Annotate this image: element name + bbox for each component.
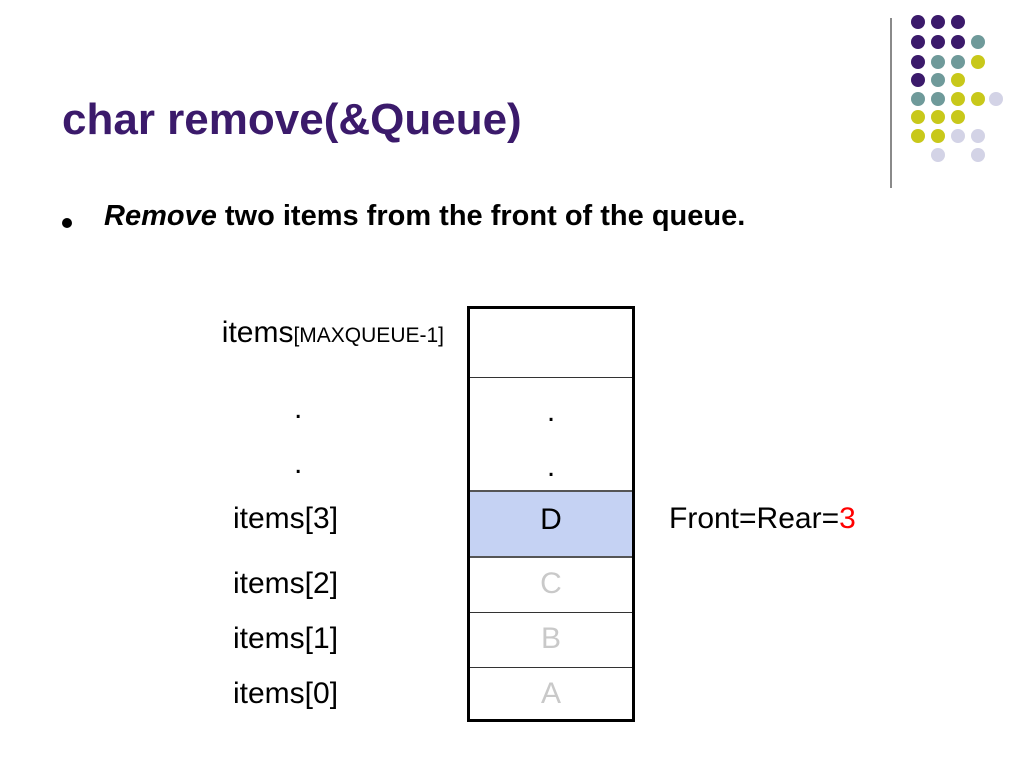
cell-item-0: A [540,677,561,710]
decorative-dot [931,129,945,143]
cell-item-3-front: D [470,490,632,558]
decorative-dot [931,15,945,29]
decorative-dot [911,73,925,87]
decorative-dot [951,92,965,106]
decorative-dot [951,129,965,143]
label-max-prefix: items [221,316,294,349]
bullet-icon [62,218,72,228]
decorative-dot [951,55,965,69]
cell-item-2: C [540,567,562,600]
decorative-divider [890,18,892,188]
decorative-dot [931,110,945,124]
cell-item-1: B [540,622,561,655]
decorative-dot [971,92,985,106]
decorative-dot [951,35,965,49]
decorative-dot [971,35,985,49]
decorative-dot [951,15,965,29]
decorative-dot [911,92,925,106]
cell-divider [470,377,632,378]
label-item-0: items[0] [233,677,339,710]
queue-array: . . D C B A [467,306,635,722]
label-max-item: items[MAXQUEUE-1] [222,316,444,350]
decorative-dot [931,35,945,49]
label-item-2: items[2] [233,567,339,600]
decorative-dot [911,110,925,124]
decorative-dot [931,148,945,162]
decorative-dot [911,35,925,49]
decorative-dot [989,92,1003,106]
slide-title: char remove(&Queue) [62,95,522,144]
bullet-rest: two items from the front of the queue. [216,200,746,232]
decorative-dot [911,15,925,29]
decorative-dot [911,129,925,143]
decorative-dot [911,55,925,69]
decorative-dot [971,129,985,143]
decorative-dot [931,92,945,106]
cell-divider [470,667,632,668]
decorative-dot [931,73,945,87]
decorative-dot [931,55,945,69]
label-ellipsis-2: . [294,447,303,480]
cell-ellipsis-2: . [546,450,556,483]
front-rear-label: Front=Rear= [669,502,840,535]
label-item-1: items[1] [233,622,339,655]
label-item-3: items[3] [233,502,339,535]
decorative-dot [951,73,965,87]
front-rear-value: 3 [839,502,856,535]
cell-max [470,309,632,377]
label-ellipsis-1: . [294,392,303,425]
decorative-dot [971,148,985,162]
decorative-dot [951,110,965,124]
bullet-text: Remove two items from the front of the q… [104,200,745,233]
decorative-dot [971,55,985,69]
cell-ellipsis-1: . [546,395,556,428]
label-max-suffix: [MAXQUEUE-1] [293,324,444,347]
cell-divider [470,612,632,613]
front-rear-pointer: Front=Rear=3 [669,502,856,536]
bullet-emphasis: Remove [104,200,217,232]
